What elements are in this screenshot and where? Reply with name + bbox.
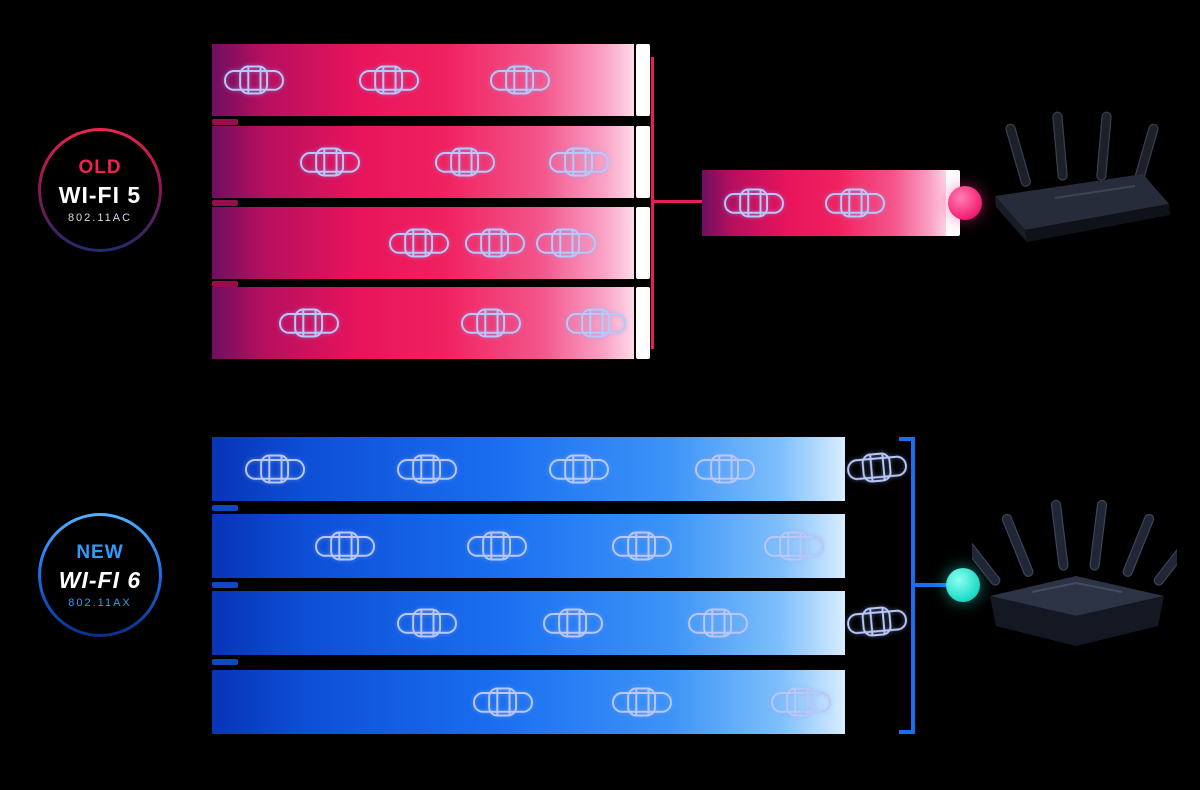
wifi5-router-icon [995, 111, 1170, 242]
lane-divider-tick [212, 659, 238, 665]
wifi5-lane-2 [212, 126, 634, 198]
wifi6-connection-dot [946, 568, 980, 602]
car-icon [472, 686, 534, 719]
car-icon [611, 686, 673, 719]
wifi5-lane-1 [212, 44, 634, 116]
car-icon [314, 530, 376, 563]
lane-divider-tick [212, 200, 238, 206]
lane-end-cap [636, 287, 650, 359]
wifi5-old-label: OLD [78, 156, 122, 178]
wifi5-funnel-horizontal-line [651, 200, 702, 203]
wifi6-badge-inner: NEW WI-FI 6 802.11AX [41, 516, 159, 634]
lane-divider-tick [212, 505, 238, 511]
lane-end-cap [636, 126, 650, 198]
wifi5-lane-4 [212, 287, 634, 359]
wifi6-lane-4 [212, 670, 845, 734]
wifi6-badge: NEW WI-FI 6 802.11AX [38, 513, 162, 637]
wifi5-output-lane [702, 170, 948, 236]
car-icon [687, 607, 749, 640]
lane-divider-tick [212, 582, 238, 588]
wifi6-router-icon [972, 499, 1177, 646]
wifi6-bracket-vertical-line [911, 437, 915, 734]
wifi6-bracket-top-arm [899, 437, 911, 441]
car-icon [466, 530, 528, 563]
car-icon [396, 607, 458, 640]
wifi5-standard-label: 802.11AC [67, 211, 133, 224]
car-icon [763, 530, 825, 563]
wifi5-connection-dot [948, 186, 982, 220]
wifi5-badge: OLD WI-FI 5 802.11AC [38, 128, 162, 252]
wifi5-lane-3 [212, 207, 634, 279]
car-icon [770, 686, 832, 719]
wifi6-lane-3 [212, 591, 845, 655]
exiting-car-icon [845, 602, 910, 640]
car-icon [396, 453, 458, 486]
wifi6-bracket-bottom-arm [899, 730, 911, 734]
wifi6-title: WI-FI 6 [58, 566, 142, 593]
lane-end-cap [636, 207, 650, 279]
wifi5-title: WI-FI 5 [58, 181, 142, 208]
wifi6-lane-1 [212, 437, 845, 501]
wifi6-bracket-connector-line [915, 583, 949, 587]
wifi5-badge-inner: OLD WI-FI 5 802.11AC [41, 131, 159, 249]
wifi6-standard-label: 802.11AX [68, 596, 132, 609]
car-icon [244, 453, 306, 486]
lane-divider-tick [212, 119, 238, 125]
car-icon [694, 453, 756, 486]
wifi6-new-label: NEW [76, 541, 124, 563]
wifi5-funnel-vertical-line [651, 57, 654, 349]
lane-divider-tick [212, 281, 238, 287]
wifi6-lane-2 [212, 514, 845, 578]
car-icon [611, 530, 673, 563]
car-icon [542, 607, 604, 640]
lane-end-cap [636, 44, 650, 116]
exiting-car-icon [845, 448, 910, 486]
car-icon [548, 453, 610, 486]
